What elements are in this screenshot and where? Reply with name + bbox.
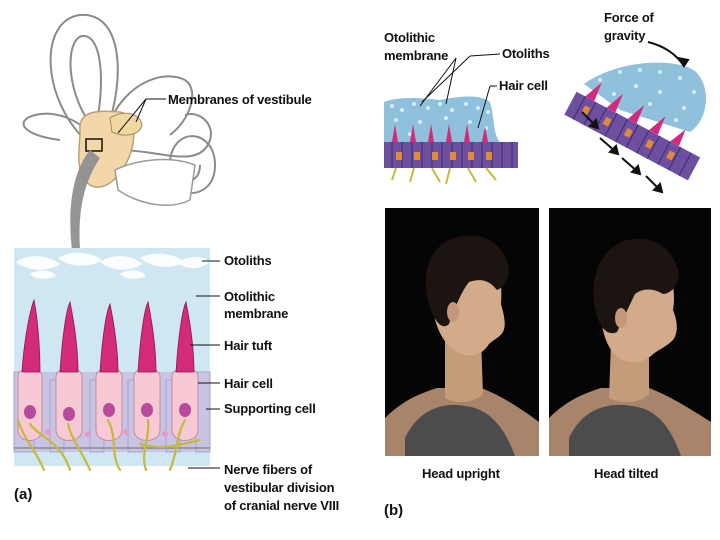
label-b-otoliths: Otoliths [502, 46, 550, 61]
label-a-otolithic-membrane-line1: Otolithic [224, 289, 275, 304]
panel-a-tag: (a) [14, 486, 33, 503]
label-a-hair-tuft: Hair tuft [224, 338, 273, 353]
caption-head-upright: Head upright [422, 466, 500, 481]
label-b-gravity-line1: Force of [604, 10, 654, 25]
zoom-arrow [60, 150, 100, 282]
tilted-macula-diagram [564, 62, 707, 181]
vestibule-membrane [109, 112, 143, 136]
label-a-nerve-line1: Nerve fibers of [224, 462, 313, 477]
label-b-otolithic-membrane-line2: membrane [384, 48, 449, 63]
zoom-box [85, 138, 103, 152]
label-a-nerve-line2: vestibular division [224, 480, 335, 495]
label-a-hair-cell: Hair cell [224, 376, 273, 391]
photo-head-tilted [549, 208, 711, 456]
label-b-hair-cell: Hair cell [499, 78, 548, 93]
head-tilted-figure [549, 238, 711, 456]
photo-head-upright [385, 208, 539, 456]
panel-b-leader-lines [419, 53, 501, 129]
otolith-organ-detail [13, 248, 211, 472]
upright-macula-diagram [384, 96, 518, 185]
label-a-otoliths: Otoliths [224, 253, 272, 268]
label-a-otolithic-membrane-line2: membrane [224, 306, 289, 321]
cochlea [114, 158, 196, 206]
membranes-leader-lines [117, 98, 166, 134]
panel-a-leader-lines [188, 260, 220, 469]
label-b-otolithic-membrane-line1: Otolithic [384, 30, 435, 45]
label-a-supporting-cell: Supporting cell [224, 401, 316, 416]
head-upright-figure [385, 235, 539, 456]
label-b-gravity-line2: gravity [604, 28, 646, 43]
panel-b-tag: (b) [384, 502, 404, 519]
label-membranes-of-vestibule: Membranes of vestibule [168, 92, 312, 107]
gravity-arrows [581, 41, 690, 194]
label-a-nerve-line3: of cranial nerve VIII [224, 498, 340, 513]
caption-head-tilted: Head tilted [594, 466, 659, 481]
